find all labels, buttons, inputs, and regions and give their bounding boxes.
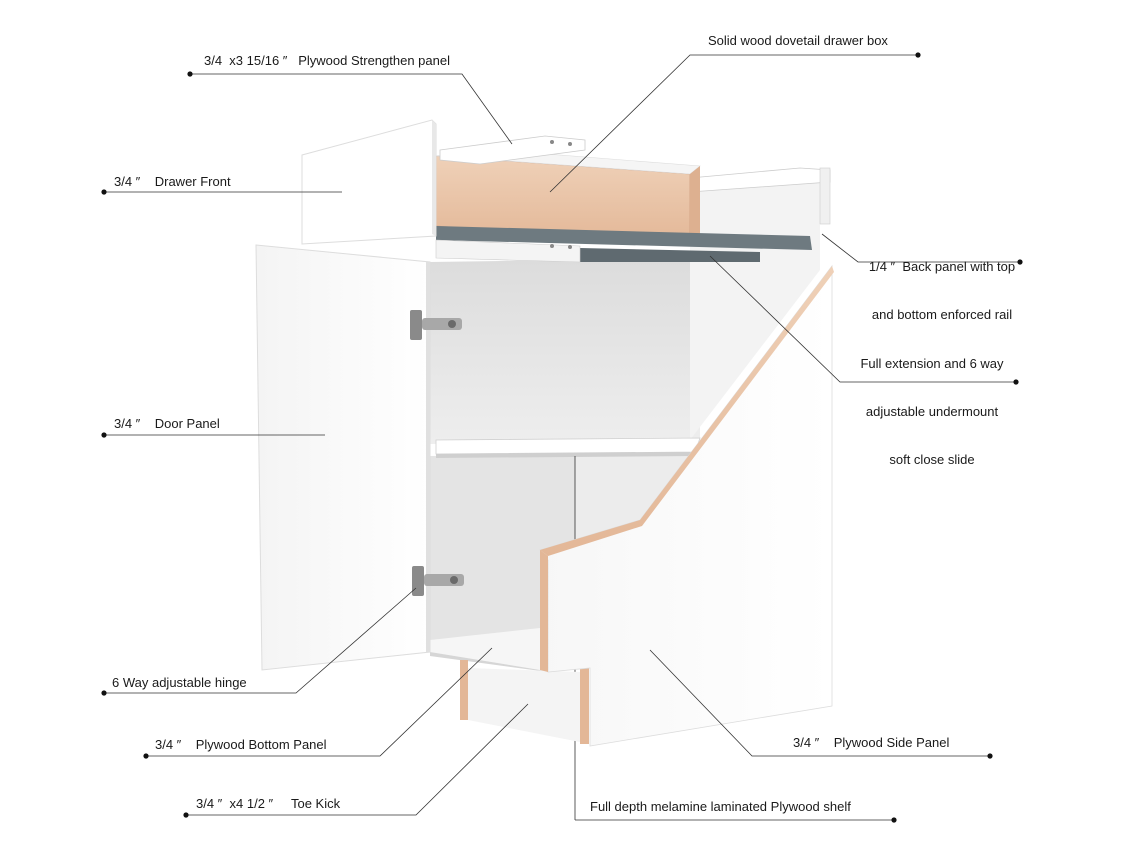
label-side-panel: 3/4 ″ Plywood Side Panel [793, 735, 950, 750]
label-slide-line2: adjustable undermount [865, 404, 999, 419]
drawer-front [301, 119, 437, 245]
label-drawer-box: Solid wood dovetail drawer box [708, 33, 888, 48]
strengthen-panel [439, 135, 586, 165]
drawer-slides [435, 226, 812, 263]
leader-dots [101, 52, 1023, 823]
toe-kick [460, 660, 589, 744]
hinge-top [410, 310, 462, 340]
side-panel [539, 264, 834, 747]
label-slide: Full extension and 6 way adjustable unde… [840, 324, 1024, 484]
label-back-panel-line2: and bottom enforced rail [871, 307, 1013, 322]
label-shelf: Full depth melamine laminated Plywood sh… [590, 799, 851, 814]
label-strengthen-panel: 3/4 x3 15/16 ″ Plywood Strengthen panel [204, 53, 450, 68]
door-panel [255, 244, 431, 671]
label-bottom-panel: 3/4 ″ Plywood Bottom Panel [155, 737, 327, 752]
label-back-panel-line1: 1/4 ″ Back panel with top [868, 259, 1016, 274]
label-toe-kick: 3/4 ″ x4 1/2 ″ Toe Kick [196, 796, 341, 811]
label-slide-line3: soft close slide [889, 452, 975, 467]
label-back-panel: 1/4 ″ Back panel with top and bottom enf… [854, 227, 1030, 339]
label-slide-line1: Full extension and 6 way [860, 356, 1004, 371]
top-back-rail [689, 167, 831, 225]
label-hinge: 6 Way adjustable hinge [112, 675, 247, 690]
leader-lines [104, 54, 1020, 821]
bottom-panel [430, 628, 548, 672]
label-door-panel: 3/4 ″ Door Panel [114, 416, 220, 431]
label-drawer-front: 3/4 ″ Drawer Front [114, 174, 231, 189]
